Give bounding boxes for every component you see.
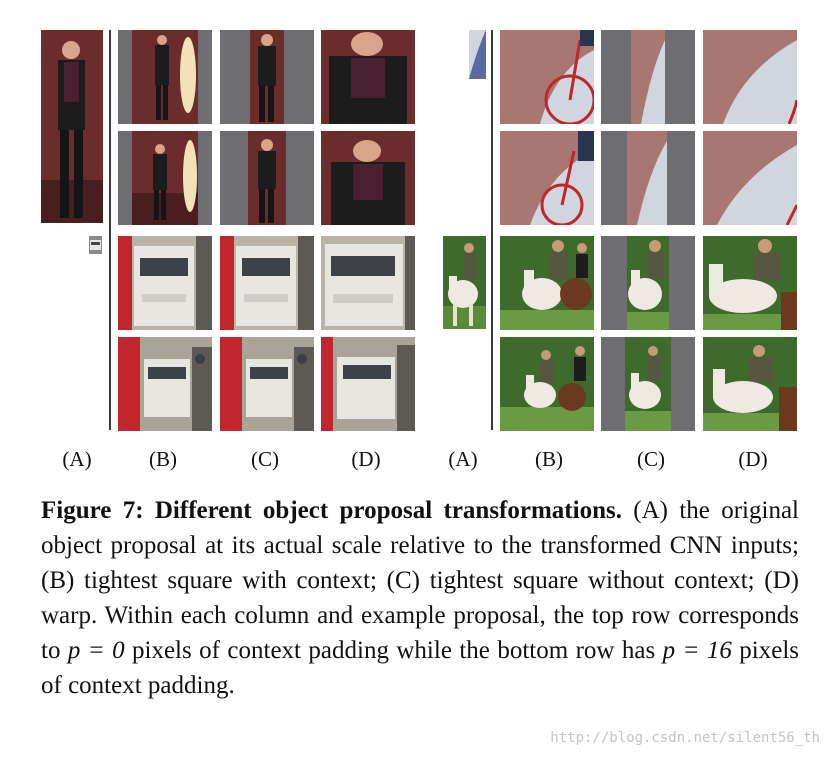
caption-math-p0: p = 0 [67, 637, 125, 664]
caption-title: Different object proposal transformation… [154, 497, 622, 524]
col-label-left-c: (C) [251, 447, 279, 471]
divider-right [491, 30, 493, 430]
bicycle-original-image [469, 30, 486, 79]
col-label-right-a: (A) [448, 447, 478, 471]
caption-body-1: (A) the original object proposal at its … [41, 497, 799, 664]
horse-warp-p0 [703, 236, 797, 330]
person-context-square-p16 [118, 131, 212, 225]
figure-caption: Figure 7: Different object proposal tran… [41, 493, 799, 703]
caption-body-2: pixels of context padding while the bott… [124, 637, 663, 664]
car-context-square-p16 [118, 337, 212, 431]
horse-warp-p16 [703, 337, 797, 431]
horse-context-square-p16 [500, 337, 594, 431]
watermark: http://blog.csdn.net/silent56_th [550, 730, 820, 746]
person-square-nocontext-p0 [220, 30, 314, 124]
col-label-right-c: (C) [637, 447, 665, 471]
col-label-left-b: (B) [149, 447, 177, 471]
figure-panels [41, 30, 797, 431]
bicycle-context-square-p16 [500, 131, 594, 225]
bicycle-square-nocontext-p0 [601, 30, 695, 124]
person-original-image [41, 30, 103, 223]
horse-context-square-p0 [500, 236, 594, 330]
caption-figure-label: Figure 7: [41, 497, 144, 524]
bicycle-context-square-p0 [500, 30, 594, 124]
car-original-image [89, 236, 102, 254]
person-warp-p0 [321, 30, 415, 124]
col-label-right-d: (D) [738, 447, 768, 471]
car-square-nocontext-p16 [220, 337, 314, 431]
horse-square-nocontext-p16 [601, 337, 695, 431]
person-context-square-p0 [118, 30, 212, 124]
caption-body-3: pixels of context padding. [41, 637, 799, 699]
person-warp-p16 [321, 131, 415, 225]
person-square-nocontext-p16 [220, 131, 314, 225]
car-warp-p16 [321, 337, 415, 431]
horse-original-image [443, 236, 486, 329]
car-context-square-p0 [118, 236, 212, 330]
col-label-right-b: (B) [535, 447, 563, 471]
col-label-left-d: (D) [351, 447, 381, 471]
horse-square-nocontext-p0 [601, 236, 695, 330]
caption-math-p16: p = 16 [662, 637, 732, 664]
bicycle-warp-p0 [703, 30, 797, 124]
car-square-nocontext-p0 [220, 236, 314, 330]
car-warp-p0 [321, 236, 415, 330]
bicycle-warp-p16 [703, 131, 797, 225]
col-label-left-a: (A) [62, 447, 92, 471]
divider-left [109, 30, 111, 430]
bicycle-square-nocontext-p16 [601, 131, 695, 225]
